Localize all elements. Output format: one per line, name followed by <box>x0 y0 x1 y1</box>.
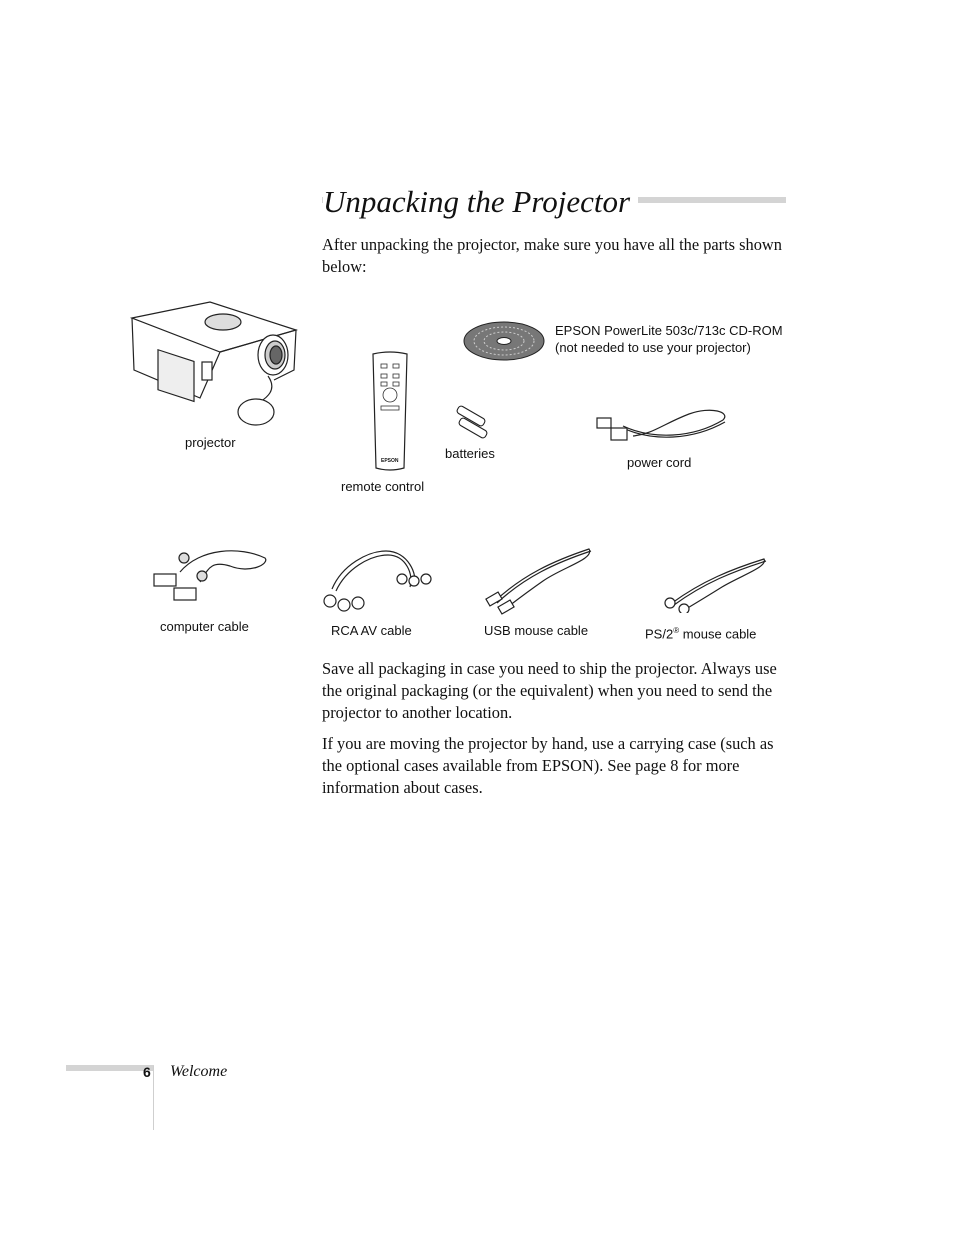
ps2-mouse-cable-illustration <box>664 558 767 613</box>
usb-mouse-cable-illustration <box>485 548 592 615</box>
cdrom-label-line2: (not needed to use your projector) <box>555 340 751 355</box>
remote-control-illustration: EPSON <box>370 350 410 472</box>
page-title: Unpacking the Projector <box>323 184 639 220</box>
projector-illustration <box>129 301 299 426</box>
body-paragraph-packaging: Save all packaging in case you need to s… <box>322 659 777 722</box>
computer-cable-illustration <box>153 550 267 601</box>
rca-av-cable-label: RCA AV cable <box>331 623 412 638</box>
cdrom-illustration <box>463 321 545 361</box>
remote-brand-text: EPSON <box>381 458 399 464</box>
section-name: Welcome <box>170 1063 228 1080</box>
power-cord-label: power cord <box>627 455 692 470</box>
projector-label: projector <box>185 435 236 450</box>
ps2-mouse-cable-label: PS/2® mouse cable <box>645 623 756 642</box>
usb-mouse-cable-label: USB mouse cable <box>484 623 589 638</box>
footer-vertical-rule <box>153 1066 154 1130</box>
batteries-illustration <box>456 405 488 439</box>
power-cord-illustration <box>596 409 726 441</box>
body-paragraph-carrying-case: If you are moving the projector by hand,… <box>322 734 774 797</box>
remote-control-label: remote control <box>341 479 425 494</box>
registered-mark: ® <box>673 626 680 635</box>
intro-paragraph: After unpacking the projector, make sure… <box>322 235 782 276</box>
computer-cable-label: computer cable <box>160 619 249 634</box>
ps2-suffix-text: mouse cable <box>679 626 757 642</box>
footer-rule <box>66 1065 154 1071</box>
cdrom-label-line1: EPSON PowerLite 503c/713c CD-ROM <box>555 323 783 338</box>
page-number: 6 <box>143 1064 151 1080</box>
ps2-prefix-text: PS/2 <box>645 626 674 642</box>
batteries-label: batteries <box>445 446 495 461</box>
rca-av-cable-illustration <box>323 550 432 612</box>
